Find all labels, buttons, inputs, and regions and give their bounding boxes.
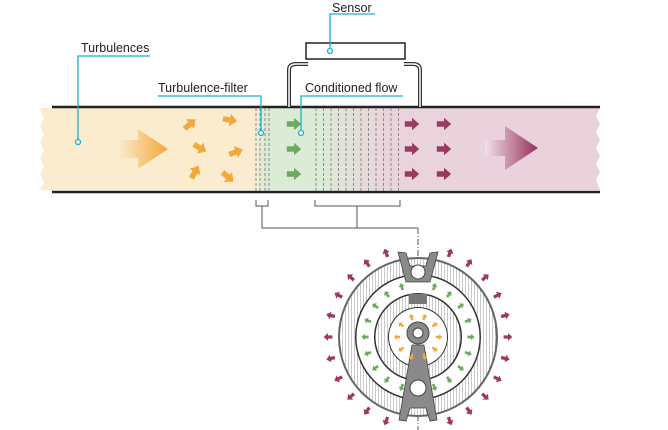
flow-straightener-grid — [315, 108, 399, 191]
radial-conditioned-arrow — [372, 364, 379, 371]
radial-outlet-arrow — [446, 416, 454, 426]
radial-outlet-arrow — [465, 259, 473, 268]
radial-conditioned-arrow — [398, 383, 405, 391]
conditioned-flow-leader — [300, 95, 403, 131]
leader-lines — [74, 13, 403, 146]
radial-outlet-arrow — [334, 291, 343, 299]
turbulence-filter-label: Turbulence-filter — [158, 81, 248, 95]
radial-conditioned-arrow — [431, 283, 438, 291]
turbulent-arrow — [192, 142, 207, 154]
outlet-arrow — [436, 142, 452, 156]
outlet-arrow — [436, 117, 452, 131]
outlet-arrow — [404, 142, 420, 156]
radial-outlet-arrow — [334, 375, 343, 383]
turbulence-filter — [255, 108, 270, 191]
radial-inlet-arrow — [408, 353, 415, 361]
radial-outlet-arrow — [382, 416, 390, 426]
radial-outlet-arrow — [500, 311, 510, 320]
radial-outlet-arrow — [326, 311, 336, 320]
turbulent-arrow — [189, 165, 201, 180]
radial-conditioned-arrow — [398, 283, 405, 291]
radial-conditioned-arrow — [431, 383, 438, 391]
radial-inlet-arrow — [431, 346, 438, 352]
radial-outlet-arrow — [326, 354, 336, 363]
turbulent-arrow — [228, 146, 243, 158]
radial-inlet-arrow — [421, 313, 428, 321]
radial-inlet-arrow — [435, 334, 443, 340]
radial-outlet-arrow — [347, 274, 356, 282]
radial-conditioned-arrow — [445, 376, 452, 383]
conditioned-arrow — [286, 117, 302, 131]
radial-outlet-arrow — [480, 392, 489, 400]
conditioned-flow-label: Conditioned flow — [305, 81, 398, 95]
radial-conditioned-arrow — [464, 350, 472, 357]
cross-section-view — [323, 248, 513, 426]
radial-outlet-arrow — [493, 291, 502, 299]
outlet-arrow — [436, 167, 452, 181]
radial-conditioned-arrow — [384, 291, 391, 298]
radial-outlet-arrow — [465, 406, 473, 415]
radial-conditioned-arrow — [457, 364, 464, 371]
turbulent-arrow — [182, 119, 196, 131]
outlet-big-arrow — [485, 126, 538, 170]
outlet-arrows — [404, 117, 452, 181]
conditioned-arrow — [286, 167, 302, 181]
turbulent-arrows — [182, 113, 243, 182]
turbulent-arrow — [222, 113, 238, 127]
sensor-body — [305, 42, 406, 60]
radial-conditioned-arrow — [372, 303, 379, 310]
radial-conditioned-arrow — [364, 317, 372, 324]
radial-outlet-arrow — [323, 333, 333, 341]
radial-conditioned-arrow — [445, 291, 452, 298]
conditioned-arrows — [286, 117, 302, 181]
radial-inlet-arrow — [398, 346, 405, 352]
turbulent-arrow — [220, 170, 234, 182]
turbulence-filter-leader — [158, 95, 262, 131]
radial-outlet-arrow — [446, 248, 454, 258]
sensor — [287, 42, 422, 107]
radial-outlet-arrow — [503, 333, 513, 341]
inlet-big-arrow — [118, 129, 168, 169]
radial-outlet-arrow — [363, 406, 371, 415]
radial-inlet-arrow — [393, 334, 401, 340]
radial-conditioned-arrow — [384, 376, 391, 383]
conditioned-arrow — [286, 142, 302, 156]
radial-inlet-arrow — [431, 322, 438, 328]
radial-outlet-arrow — [480, 274, 489, 282]
radial-outlet-arrow — [500, 354, 510, 363]
radial-inlet-arrow — [408, 313, 415, 321]
turbulences-label: Turbulences — [81, 41, 149, 55]
radial-outlet-arrow — [347, 392, 356, 400]
sensor-leader — [329, 13, 375, 49]
radial-inlet-arrow — [421, 353, 428, 361]
outlet-arrow — [404, 167, 420, 181]
radial-conditioned-arrow — [457, 303, 464, 310]
outlet-arrow — [404, 117, 420, 131]
radial-inlet-arrow — [398, 322, 405, 328]
radial-conditioned-arrow — [464, 317, 472, 324]
radial-outlet-arrow — [493, 375, 502, 383]
turbulences-leader — [77, 55, 150, 140]
radial-conditioned-arrow — [364, 350, 372, 357]
radial-outlet-arrow — [382, 248, 390, 258]
pipe-interior — [40, 108, 600, 190]
radial-outlet-arrow — [363, 259, 371, 268]
pipe — [40, 105, 600, 194]
sensor-label: Sensor — [332, 1, 372, 15]
